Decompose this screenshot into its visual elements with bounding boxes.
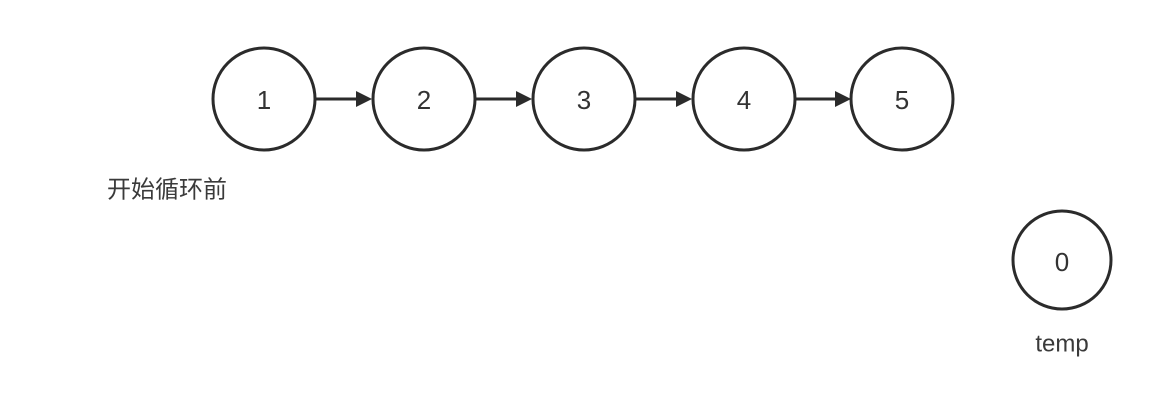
list-node-4[interactable]: 4 [691, 46, 797, 152]
temp-node[interactable]: 0 [1011, 209, 1113, 311]
list-node-5[interactable]: 5 [849, 46, 955, 152]
node-circle [211, 46, 317, 152]
arrowhead-icon [356, 91, 372, 107]
list-node-2[interactable]: 2 [371, 46, 477, 152]
node-value-label: 5 [895, 85, 909, 115]
list-node-3[interactable]: 3 [531, 46, 637, 152]
edge-group [316, 91, 851, 107]
node-value-label: 4 [737, 85, 751, 115]
list-node-1[interactable]: 1 [211, 46, 317, 152]
node-value-label: 1 [257, 85, 271, 115]
edge-3-to-4 [636, 91, 692, 107]
node-value-label: 3 [577, 85, 591, 115]
chain-caption: 开始循环前 [107, 177, 227, 204]
node-group: 1 2 3 4 5 [211, 46, 955, 152]
arrowhead-icon [516, 91, 532, 107]
arrowhead-icon [676, 91, 692, 107]
node-value-label: 2 [417, 85, 431, 115]
temp-node-value-label: 0 [1055, 247, 1069, 277]
node-circle [531, 46, 637, 152]
edge-2-to-3 [476, 91, 532, 107]
arrowhead-icon [835, 91, 851, 107]
node-circle [1011, 209, 1113, 311]
edge-1-to-2 [316, 91, 372, 107]
node-circle [371, 46, 477, 152]
node-circle [849, 46, 955, 152]
temp-node-label: temp [1035, 331, 1088, 358]
edge-4-to-5 [796, 91, 851, 107]
temp-node-group: 0 temp [1011, 209, 1113, 358]
node-circle [691, 46, 797, 152]
